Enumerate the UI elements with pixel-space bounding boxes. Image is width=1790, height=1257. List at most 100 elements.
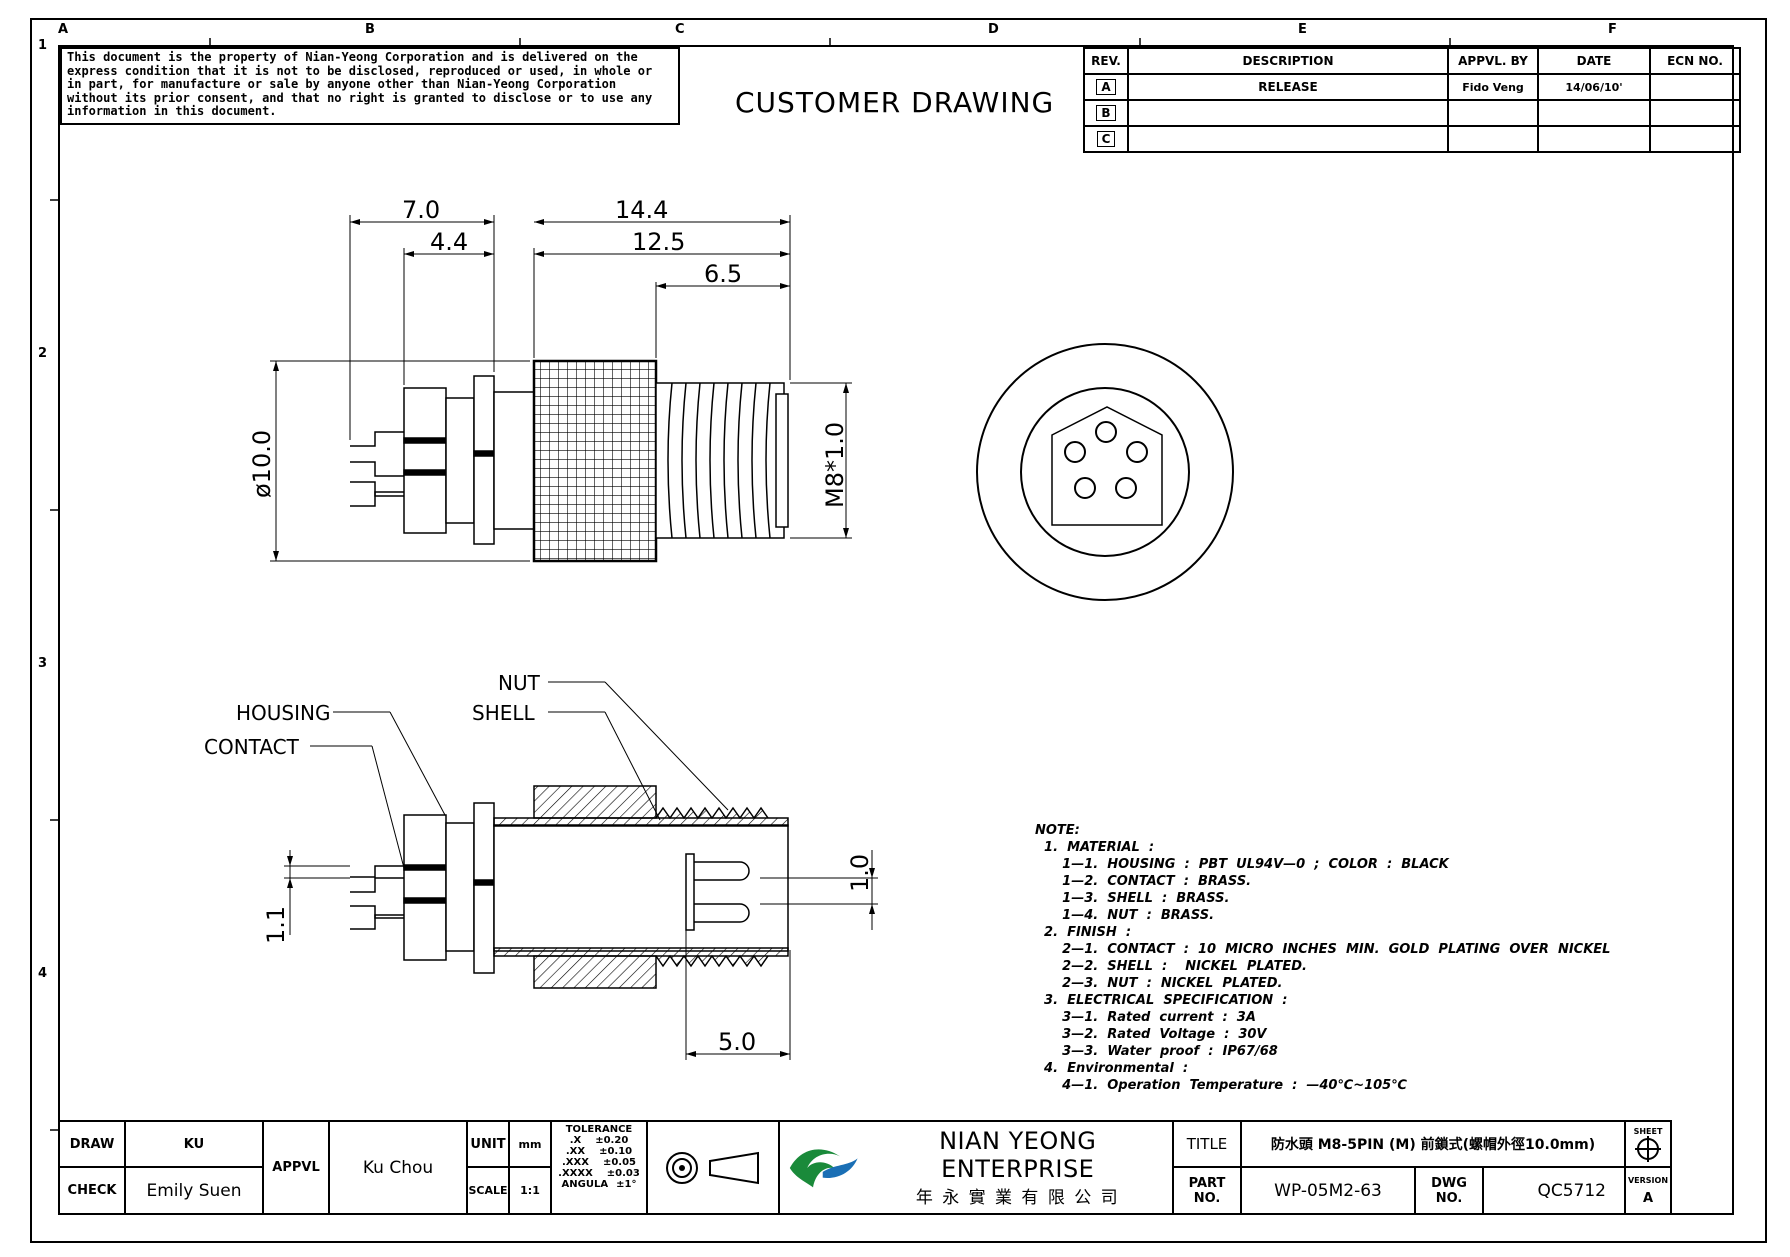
note-line: 3—2. Rated Voltage : 30V — [1035, 1027, 1267, 1042]
callout-shell: SHELL — [472, 701, 536, 725]
rev-approver — [1447, 125, 1539, 153]
contact-base — [685, 853, 695, 931]
rev-description — [1127, 99, 1449, 127]
appvl-header: APPVL. BY — [1447, 47, 1539, 75]
flange — [473, 375, 495, 545]
pin-hole — [1064, 441, 1086, 463]
dim-7-0: 7.0 — [402, 196, 440, 224]
dim-m8-thread: M8*1.0 — [821, 422, 849, 508]
contact-pin — [350, 914, 404, 930]
contact-insert — [1051, 406, 1163, 526]
contact-pin — [350, 461, 404, 477]
rev-date — [1537, 125, 1651, 153]
tolerance-row: .XXX±0.05 — [562, 1157, 636, 1168]
company-logo-icon — [789, 1148, 858, 1187]
internal-contact — [690, 903, 750, 923]
thread-teeth — [655, 806, 769, 820]
pin-hole — [1095, 421, 1117, 443]
rev-date — [1537, 99, 1651, 127]
callout-nut: NUT — [498, 671, 541, 695]
tolerance-row: .XX±0.10 — [565, 1146, 633, 1157]
dim-6-5: 6.5 — [704, 260, 742, 288]
version-value: A — [1642, 1190, 1654, 1206]
note-line: 3—3. Water proof : IP67/68 — [1035, 1044, 1278, 1059]
outer-border — [30, 18, 1767, 1243]
rev-approver: Fido Veng — [1447, 73, 1539, 101]
dim-diameter-10: ø10.0 — [248, 430, 276, 498]
appvl-value: Ku Chou — [328, 1120, 468, 1215]
tolerance-row: ANGULA±1° — [561, 1179, 637, 1190]
note-line: 4—1. Operation Temperature : —40℃~105℃ — [1035, 1078, 1407, 1093]
note-line: 2—3. NUT : NICKEL PLATED. — [1035, 976, 1283, 991]
note-line: 2—1. CONTACT : 10 MICRO INCHES MIN. GOLD… — [1035, 942, 1611, 957]
ecn-header: ECN NO. — [1649, 47, 1741, 75]
note-line: 3—1. Rated current : 3A — [1035, 1010, 1256, 1025]
part-value: WP-05M2-63 — [1240, 1166, 1416, 1215]
section-view-labels: NUT SHELL HOUSING CONTACT 1.0 1.1 5.0 — [204, 671, 874, 1056]
note-line: 4. Environmental : — [1035, 1061, 1189, 1076]
flange-band — [473, 450, 495, 457]
internal-contact — [690, 861, 750, 881]
check-label: CHECK — [58, 1166, 126, 1215]
dim-1-0: 1.0 — [846, 854, 874, 892]
rev-triangle-c: C — [1083, 125, 1129, 153]
pin-hole — [1115, 477, 1137, 499]
third-angle-projection-icon — [666, 1151, 759, 1184]
contact-pin — [350, 431, 404, 447]
crosshair-icon — [1635, 1135, 1661, 1162]
rev-description: RELEASE — [1127, 73, 1449, 101]
outer-ring — [976, 343, 1234, 601]
nut-section — [533, 955, 657, 989]
check-value: Emily Suen — [124, 1166, 264, 1215]
description-header: DESCRIPTION — [1127, 47, 1449, 75]
contact-pin — [350, 481, 404, 497]
thread-lines — [667, 382, 771, 539]
housing-body — [403, 814, 447, 961]
dwg-label: DWG NO. — [1414, 1166, 1484, 1215]
inner-ring — [1020, 387, 1190, 557]
grid-row-4: 4 — [38, 966, 48, 981]
contact-pin — [350, 865, 404, 878]
unit-label: UNIT — [466, 1120, 510, 1168]
grid-row-3: 3 — [38, 656, 48, 671]
note-line: 3. ELECTRICAL SPECIFICATION : — [1035, 993, 1288, 1008]
note-line: 2—2. SHELL : NICKEL PLATED. — [1035, 959, 1307, 974]
rev-description — [1127, 125, 1449, 153]
housing-body — [403, 387, 447, 534]
revision-row: B — [1083, 99, 1741, 127]
note-line: 1—4. NUT : BRASS. — [1035, 908, 1215, 923]
shell-tip — [775, 393, 789, 528]
rev-triangle-a: A — [1083, 73, 1129, 101]
grid-col-e: E — [1298, 22, 1307, 37]
dwg-value: QC5712 — [1482, 1166, 1626, 1215]
shell-collar — [493, 391, 535, 530]
grid-ticks — [50, 38, 1451, 1131]
shell-wall — [493, 817, 789, 827]
dim-4-4: 4.4 — [430, 228, 468, 256]
page-title: CUSTOMER DRAWING — [735, 86, 1055, 119]
side-view-dimensions: 7.0 4.4 14.4 12.5 6.5 ø10.0 M8*1.0 — [248, 196, 849, 508]
dim-5-0: 5.0 — [718, 1028, 756, 1056]
tolerance-title: TOLERANCE — [565, 1124, 633, 1135]
tolerance-row: .XXXX±0.03 — [558, 1168, 640, 1179]
pin-hole — [1126, 441, 1148, 463]
nut-section — [533, 785, 657, 819]
company-name-chinese: 年 永 實 業 有 限 公 司 — [915, 1188, 1120, 1208]
callout-housing: HOUSING — [236, 701, 330, 725]
tolerance-row: .X±0.20 — [569, 1135, 629, 1146]
grid-col-a: A — [58, 22, 69, 37]
contact-pin — [350, 877, 404, 893]
grid-row-2: 2 — [38, 346, 48, 361]
appvl-label: APPVL — [262, 1120, 330, 1215]
grid-row-1: 1 — [38, 38, 48, 53]
dim-14-4: 14.4 — [615, 196, 668, 224]
dim-12-5: 12.5 — [632, 228, 685, 256]
callout-contact: CONTACT — [204, 735, 300, 759]
tolerance-box: TOLERANCE .X±0.20 .XX±0.10 .XXX±0.05 .XX… — [550, 1120, 648, 1215]
rev-header: REV. — [1083, 47, 1129, 75]
contact-pin — [350, 905, 404, 919]
note-line: NOTE: — [1035, 823, 1080, 838]
front-view — [976, 343, 1234, 601]
version-box: VERSION A — [1624, 1166, 1672, 1215]
